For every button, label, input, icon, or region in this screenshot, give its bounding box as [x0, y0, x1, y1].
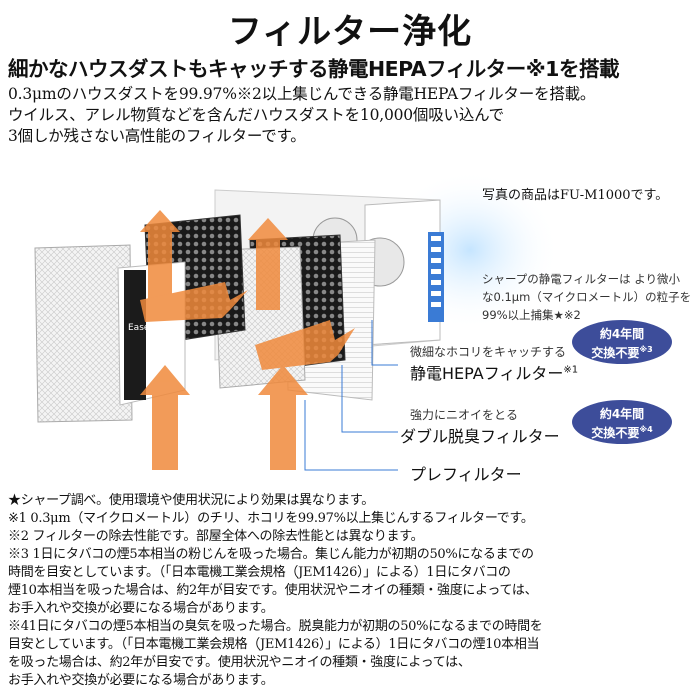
prefilter-label: プレフィルター — [410, 465, 522, 484]
footnote-line: ★シャープ調べ。使用環境や使用状況により効果は異なります。 — [8, 493, 374, 508]
footnote-line: ※3 1日にタバコの煙5本相当の粉じんを吸った場合。集じん能力が初期の50%にな… — [8, 547, 534, 562]
intro-line: ウイルス、アレル物質などを含んだハウスダストを10,000個吸い込んで — [8, 106, 504, 124]
hepa-note-line: な0.1μm（マイクロメートル）の粒子を — [482, 290, 692, 304]
hepa-note-line: 99%以上捕集★※2 — [482, 308, 581, 322]
footnote-line: ※2 フィルターの除去性能です。部屋全体への除去性能とは異なります。 — [8, 529, 424, 544]
intro-line: 0.3μmのハウスダストを99.97%※2以上集じんできる静電HEPAフィルター… — [8, 85, 596, 103]
hepa-caption: 微細なホコリをキャッチする — [410, 345, 567, 359]
deodor-caption: 強力にニオイをとる — [410, 408, 519, 422]
intro-text: 0.3μmのハウスダストを99.97%※2以上集じんできる静電HEPAフィルター… — [8, 84, 698, 147]
intro-line: 3個しか残さない高性能のフィルターです。 — [8, 127, 306, 145]
panel-logo: Ease — [128, 323, 150, 333]
footnote-line: ※41日にタバコの煙5本相当の臭気を吸った場合。脱臭能力が初期の50%になるまで… — [8, 619, 543, 634]
footnote-line: お手入れや交換が必要になる場合があります。 — [8, 673, 274, 688]
footnote-line: 目安としています。（「日本電機工業会規格（JEM1426）」による）1日にタバコ… — [8, 637, 540, 652]
photo-note: 写真の商品はFU-M1000です。 — [482, 188, 669, 203]
hepa-label: 静電HEPAフィルター※1 — [410, 364, 579, 383]
filter-illustration: Ease — [34, 170, 560, 471]
page-title: フィルター浄化 — [227, 12, 473, 52]
airflow-arrows — [140, 210, 355, 470]
footnote-line: ※1 0.3μm（マイクロメートル）のチリ、ホコリを99.97%以上集じんするフ… — [8, 511, 534, 526]
hepa-note: シャープの静電フィルターは より微小 な0.1μm（マイクロメートル）の粒子を … — [482, 270, 691, 324]
footnotes: ★シャープ調べ。使用環境や使用状況により効果は異なります。 ※1 0.3μm（マ… — [8, 492, 698, 690]
badge-hepa-life: 約4年間 交換不要※3 — [572, 320, 672, 364]
leader-lines — [304, 320, 398, 471]
footnote-line: 煙10本相当を吸った場合は、約2年が目安です。使用状況やニオイの種類・強度によっ… — [8, 583, 538, 598]
footnote-line: を吸った場合は、約2年が目安です。使用状況やニオイの種類・強度によっては、 — [8, 655, 471, 670]
deodor-label: ダブル脱臭フィルター — [400, 427, 560, 446]
badge-deodor-life: 約4年間 交換不要※4 — [572, 400, 672, 444]
blue-light-strip — [428, 232, 444, 322]
pre-filter — [34, 244, 133, 423]
footnote-line: お手入れや交換が必要になる場合があります。 — [8, 601, 274, 616]
page-subtitle: 細かなハウスダストもキャッチする静電HEPAフィルター※1を搭載 — [8, 57, 619, 81]
hepa-note-line: シャープの静電フィルターは より微小 — [482, 272, 681, 286]
footnote-line: 時間を目安としています。（「日本電機工業会規格（JEM1426）」による）1日に… — [8, 565, 511, 580]
